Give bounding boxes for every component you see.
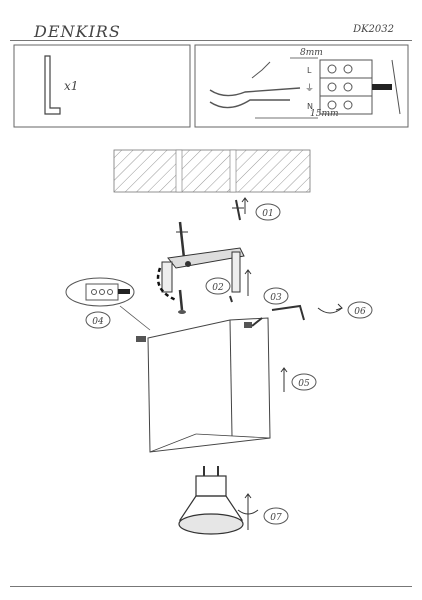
svg-text:06: 06 — [354, 307, 366, 317]
strip-length-short: 8mm — [300, 48, 323, 58]
cable-icon — [209, 87, 301, 97]
svg-text:07: 07 — [270, 513, 282, 523]
mounting-bracket-icon — [156, 247, 245, 302]
svg-text:N: N — [307, 102, 313, 111]
step-07: 07 — [263, 507, 289, 525]
step-06: 06 — [347, 301, 373, 319]
svg-text:05: 05 — [298, 379, 310, 389]
allen-key-qty: x1 — [64, 79, 78, 93]
step-05: 05 — [291, 373, 317, 391]
allen-key-icon — [44, 55, 61, 115]
fixture-body-icon — [136, 317, 271, 453]
step-label: 01 — [262, 209, 273, 219]
step-03: 03 — [263, 287, 289, 305]
step-04: 04 — [65, 277, 151, 331]
step-02: 02 — [205, 277, 231, 295]
svg-text:04: 04 — [92, 317, 104, 327]
strip-length-long: 15mm — [310, 109, 339, 119]
gu10-bulb-icon — [178, 466, 244, 535]
step-01: 01 — [232, 197, 281, 221]
brand-name: DENKIRS — [34, 22, 121, 41]
svg-text:02: 02 — [212, 283, 224, 293]
svg-text:⏚: ⏚ — [305, 83, 314, 94]
model-number: DK2032 — [353, 24, 394, 35]
svg-text:L: L — [307, 66, 312, 75]
ceiling-icon — [113, 149, 311, 193]
svg-text:03: 03 — [270, 293, 282, 303]
wiring-box: L ⏚ N 8mm 15mm — [194, 44, 409, 128]
header-divider — [10, 40, 412, 41]
footer-divider — [10, 586, 412, 587]
tool-box: x1 — [13, 44, 191, 128]
